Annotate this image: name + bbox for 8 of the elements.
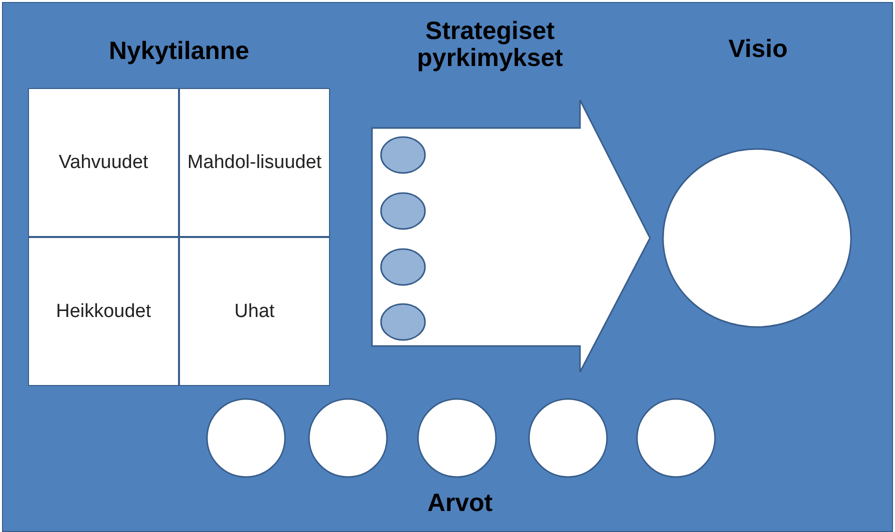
swot-cell: Vahvuudet: [28, 88, 179, 237]
section-heading: Strategiset pyrkimykset: [416, 18, 564, 72]
swot-cell: Uhat: [179, 237, 330, 386]
section-heading: Nykytilanne: [108, 38, 250, 65]
section-heading: Visio: [727, 36, 789, 63]
section-heading: Arvot: [426, 490, 494, 517]
swot-cell: Heikkoudet: [28, 237, 179, 386]
swot-cell: Mahdol-lisuudet: [179, 88, 330, 237]
